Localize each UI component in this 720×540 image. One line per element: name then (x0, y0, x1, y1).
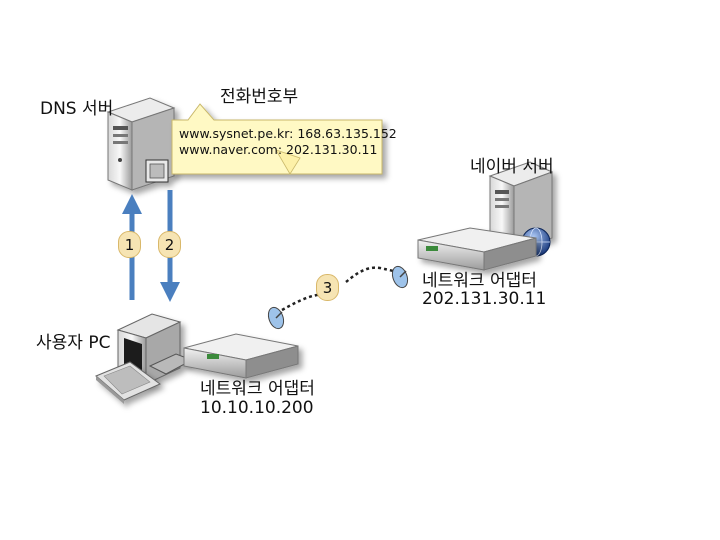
naver-server-label: 네이버 서버 (470, 157, 554, 177)
keyboard-icon (95, 361, 161, 404)
satellite-dish-icon (391, 265, 409, 289)
remote-adapter-label: 네트워크 어댑터 (422, 271, 537, 291)
wireless-link (281, 266, 403, 312)
step-3-badge: 3 (316, 274, 339, 301)
dns-server-label: DNS 서버 (40, 99, 114, 119)
remote-adapter-ip: 202.131.30.11 (422, 289, 547, 309)
user-pc-label: 사용자 PC (36, 333, 111, 353)
step-2-badge: 2 (158, 231, 181, 258)
phonebook-callout (171, 103, 383, 175)
local-adapter-ip: 10.10.10.200 (200, 398, 314, 418)
satellite-dish-icon (267, 306, 285, 330)
local-network-adapter-icon (183, 333, 299, 379)
phonebook-entry: www.sysnet.pe.kr: 168.63.135.152 (179, 126, 397, 141)
phonebook-title: 전화번호부 (220, 87, 299, 107)
phonebook-entry: www.naver.com: 202.131.30.11 (179, 142, 378, 157)
remote-network-adapter-icon (417, 227, 537, 271)
dns-server-icon (106, 97, 176, 191)
local-adapter-label: 네트워크 어댑터 (200, 379, 315, 399)
step-1-badge: 1 (118, 231, 141, 258)
